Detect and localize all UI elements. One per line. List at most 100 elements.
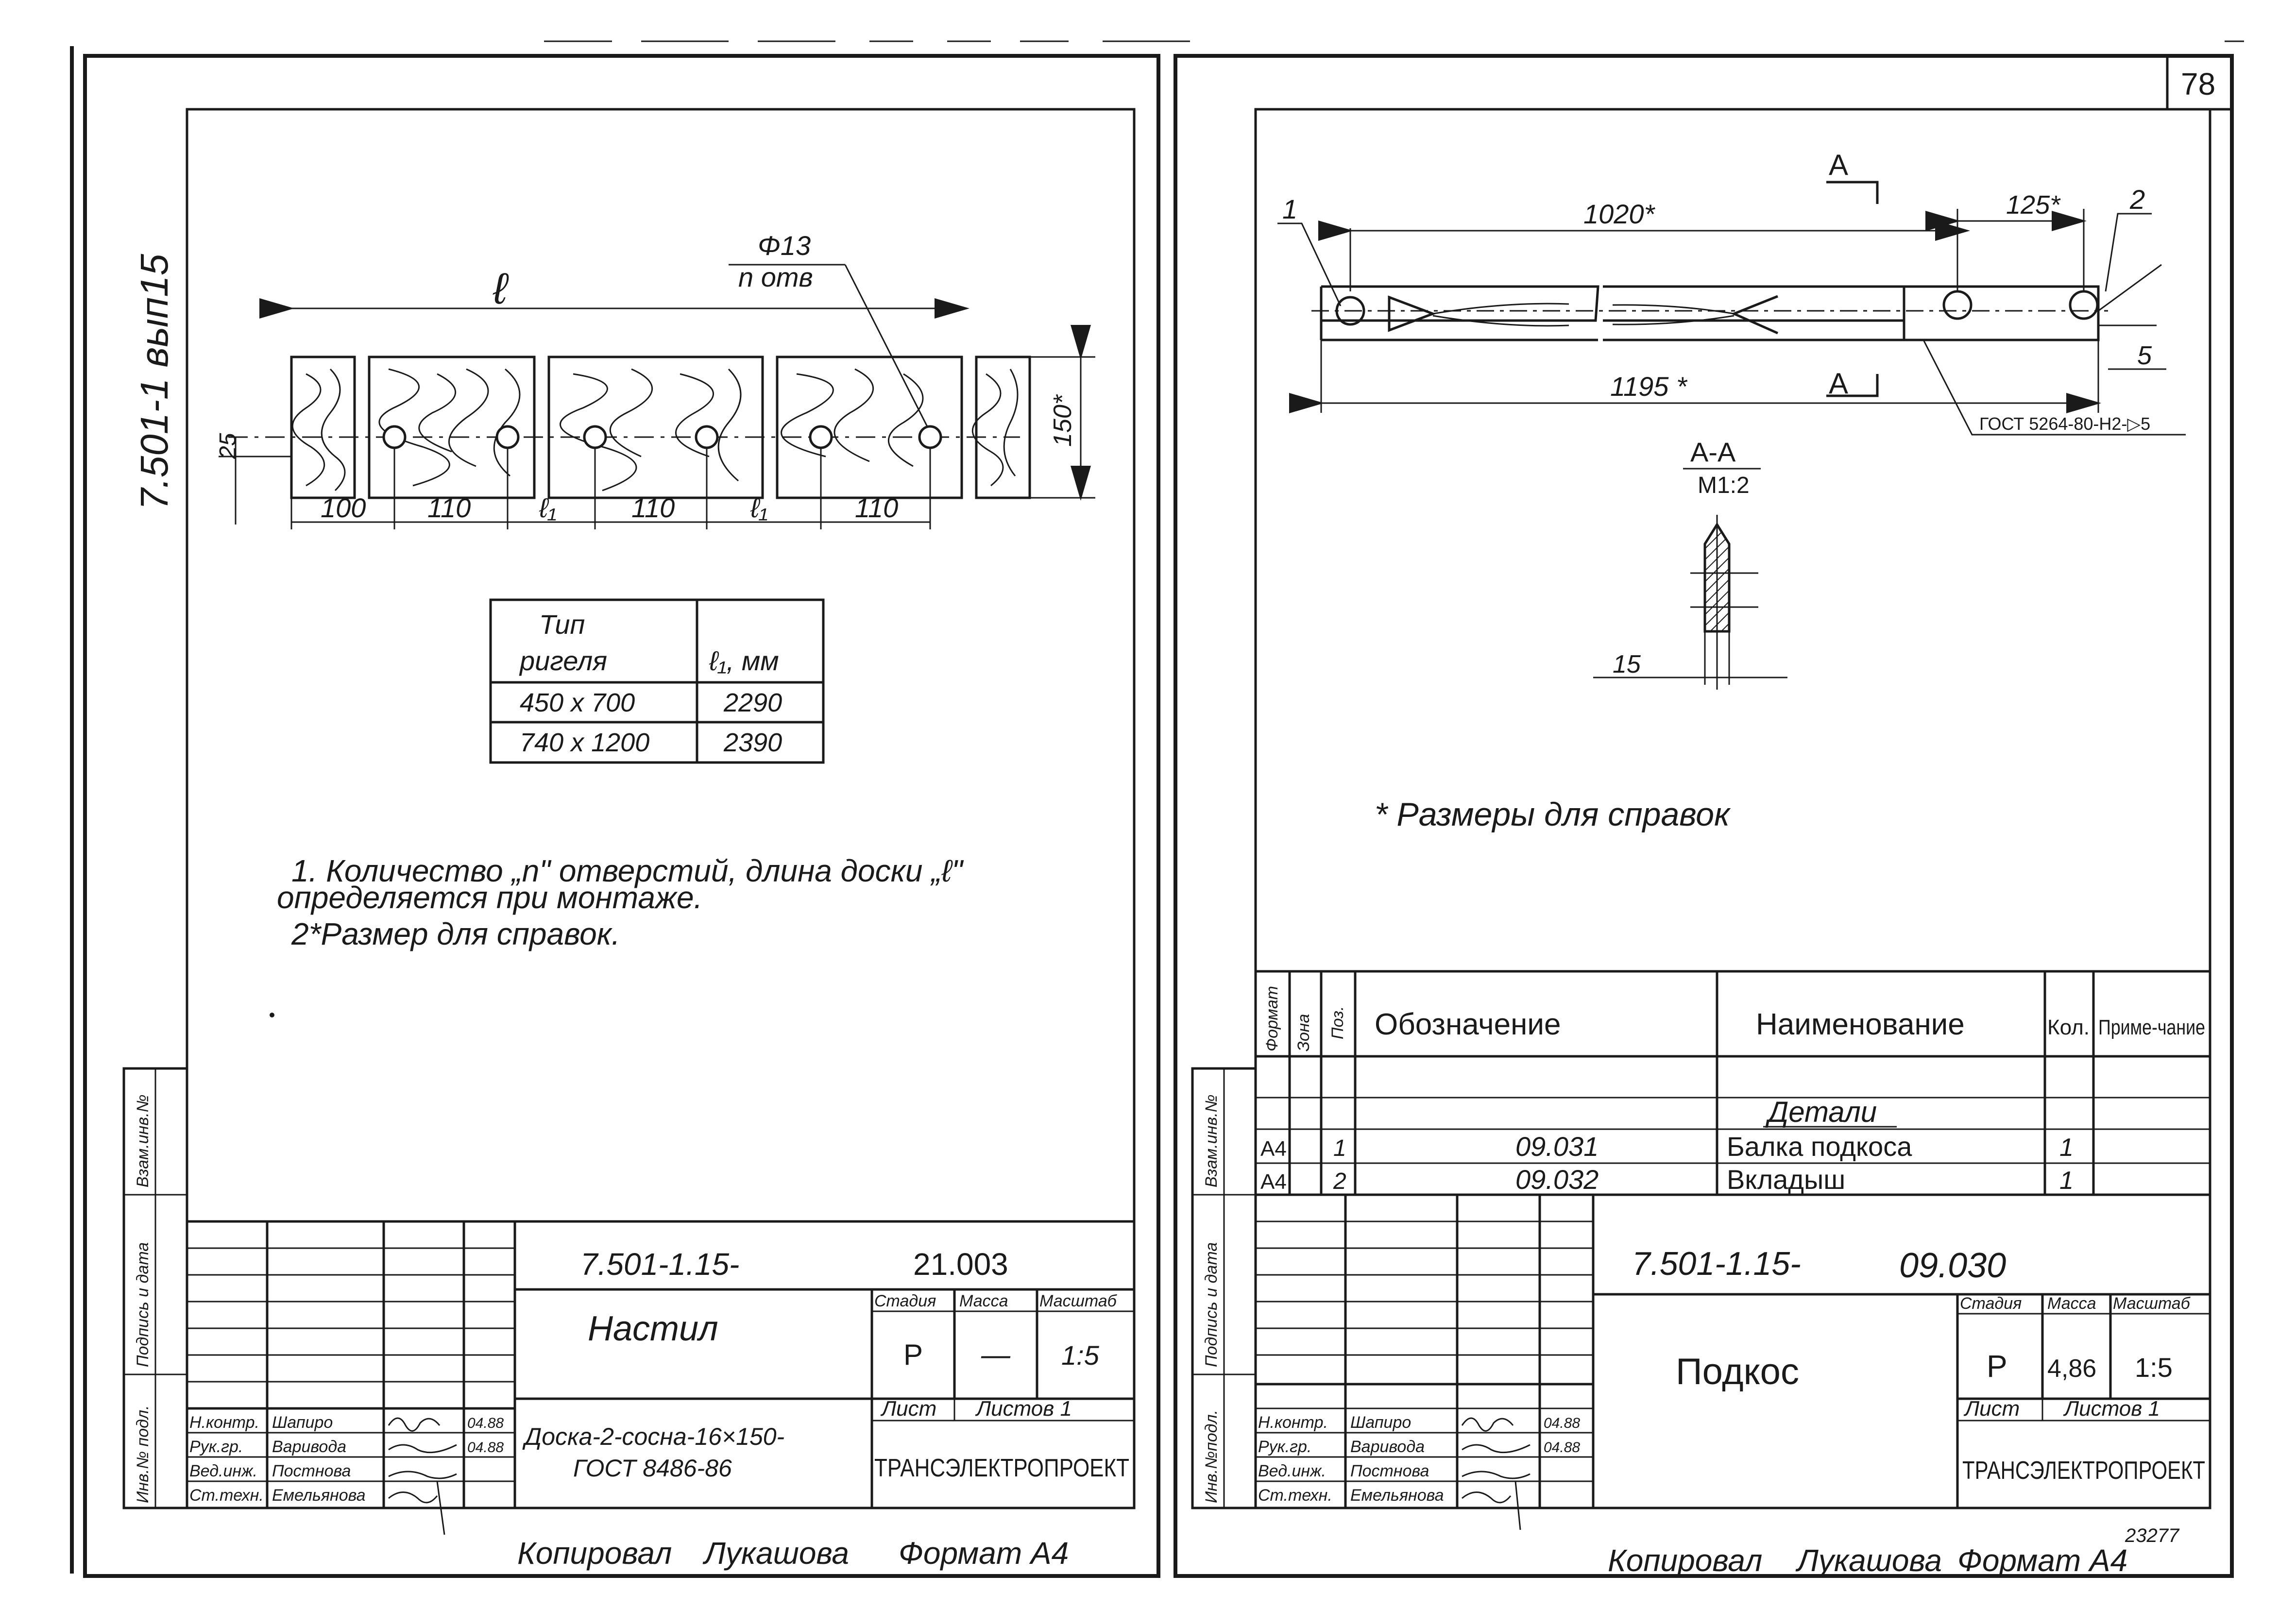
spec-row-0-pos: 1 [1333,1135,1346,1161]
bottom-dim-3: 110 [631,492,675,523]
plank-drawing: ℓ Φ13 n отв [215,230,1095,529]
r-stamp-inv-label: Инв.№подл. [1202,1410,1221,1503]
role-2: Вед.инж. [189,1462,257,1480]
scale-header: Масштаб [1039,1292,1118,1310]
section-title: А-А [1690,437,1736,467]
speck [270,1013,274,1017]
spec-header-qty: Кол. [2047,1016,2090,1039]
pos-2: 2 [2129,184,2145,215]
dim-1195: 1195 * [1610,371,1688,402]
r-name-2: Постнова [1350,1462,1429,1480]
r-name-3: Емельянова [1350,1486,1444,1505]
material-2: ГОСТ 8486-86 [573,1455,732,1482]
right-side-stamp: Инв.№подл. Подпись и дата Взам.инв.№ [1191,1067,1257,1509]
right-sheet: 78 Инв.№подл. Подпись и дата Взам.инв.№ … [1191,54,2233,1578]
stamp-inv-label: Инв.№ подл. [134,1405,152,1503]
r-stage-header: Стадия [1960,1294,2022,1313]
title-name: Настил [588,1309,718,1348]
spec-row-1-name: Вкладыш [1727,1164,1845,1195]
length-label: ℓ [493,265,509,313]
date-0: 04.88 [467,1415,504,1431]
r-footer-copier: Лукашова [1795,1543,1942,1578]
dim-125: 125* [2006,190,2061,220]
r-title-number: 09.030 [1899,1246,2006,1285]
table-row-1-l1: 2390 [723,728,782,757]
spec-row-0-format: А4 [1260,1137,1287,1161]
role-1: Рук.гр. [189,1438,243,1456]
note-2: 2*Размер для справок. [291,916,620,951]
r-title-name: Подкос [1676,1351,1799,1392]
name-0: Шапиро [272,1413,333,1432]
spec-row-1-pos: 2 [1333,1169,1346,1194]
section-scale: М1:2 [1698,473,1750,498]
reference-note: * Размеры для справок [1375,796,1731,833]
stage-value: Р [903,1338,923,1371]
page-number: 78 [2181,67,2215,102]
bottom-dim-4: ℓ₁ [750,492,768,523]
role-0: Н.контр. [189,1413,259,1432]
mass-header: Масса [959,1292,1008,1310]
note-1-cont: определяется при монтаже. [277,880,702,915]
section-mark-top: А [1829,149,1848,181]
r-role-1: Рук.гр. [1258,1438,1311,1456]
table-header-l1: ℓ₁, мм [709,645,779,676]
table-row-0-l1: 2290 [723,688,782,717]
scale-value: 1:5 [1061,1340,1100,1371]
archive-number: 23277 [2125,1525,2180,1546]
bottom-dim-1: 110 [427,492,471,523]
hole-callout-bottom: n отв [738,262,813,292]
date-1: 04.88 [467,1440,504,1456]
spec-row-1-qty: 1 [2059,1167,2074,1195]
left-title-block: 7.501-1.15- 21.003 Настил Стадия Масса М… [187,1220,1134,1535]
right-sheet-frame [1174,54,2234,1578]
spec-header-format: Формат [1263,986,1281,1051]
r-date-1: 04.88 [1544,1440,1580,1456]
bottom-dim-5: 110 [855,492,898,523]
r-role-3: Ст.техн. [1258,1486,1332,1505]
sheets-label: Листов 1 [975,1397,1072,1421]
dim-1020: 1020* [1583,199,1656,229]
material-1: Доска-2-сосна-16×150- [522,1423,784,1450]
r-signature-marks [1461,1417,1531,1530]
table-row-0-type: 450 x 700 [520,688,635,717]
footer-format: Формат А4 [899,1536,1069,1571]
r-name-0: Шапиро [1350,1413,1411,1432]
table-row-1-type: 740 x 1200 [520,728,649,757]
spec-row-1-designation: 09.032 [1515,1164,1599,1195]
spec-table: Формат Зона Поз. Обозначение Наименовани… [1256,970,2210,1196]
right-title-block: 7.501-1.15- 09.030 Подкос Стадия Масса М… [1256,1195,2210,1530]
right-inner-frame [1254,108,2211,1509]
stamp-replace-label: Взам.инв.№ [134,1095,152,1187]
spec-section-heading: Детали [1765,1096,1877,1128]
mass-value: — [981,1338,1011,1371]
role-3: Ст.техн. [189,1486,264,1505]
spec-row-0-designation: 09.031 [1515,1131,1599,1162]
bottom-dim-2: ℓ₁ [539,492,557,523]
spec-header-designation: Обозначение [1375,1008,1561,1041]
left-side-stamp: Инв.№ подл. Подпись и дата Взам.инв.№ [122,1067,188,1509]
dim-150-label: 150* [1049,394,1077,447]
hole-callout-top: Φ13 [758,230,811,261]
footer-copied: Копировал [517,1536,672,1571]
r-stage-value: Р [1987,1349,2007,1384]
r-footer-format: Формат А4 [1957,1543,2127,1578]
footer-copier: Лукашова [702,1536,849,1571]
title-code: 7.501-1.15- [580,1247,739,1282]
dim-25-label: 25 [215,433,241,459]
pos-1: 1 [1282,194,1297,224]
spec-row-0-name: Балка подкоса [1727,1131,1912,1162]
signature-marks [388,1417,457,1535]
r-mass-value: 4,86 [2047,1355,2096,1383]
r-org-name: ТРАНСЭЛЕКТРОПРОЕКТ [1962,1457,2205,1485]
dim-5: 5 [2137,341,2152,370]
spec-header-zone: Зона [1294,1014,1313,1051]
gost-weld: ГОСТ 5264-80-Н2-▷5 [1979,414,2150,434]
table-header-type-2: ригеля [519,645,607,676]
r-sheets-label: Листов 1 [2063,1397,2160,1421]
stage-header: Стадия [874,1292,936,1310]
bottom-dim-0: 100 [321,492,366,523]
org-name: ТРАНСЭЛЕКТРОПРОЕКТ [874,1454,1129,1482]
title-number: 21.003 [913,1247,1008,1282]
r-footer-copied: Копировал [1608,1543,1762,1578]
